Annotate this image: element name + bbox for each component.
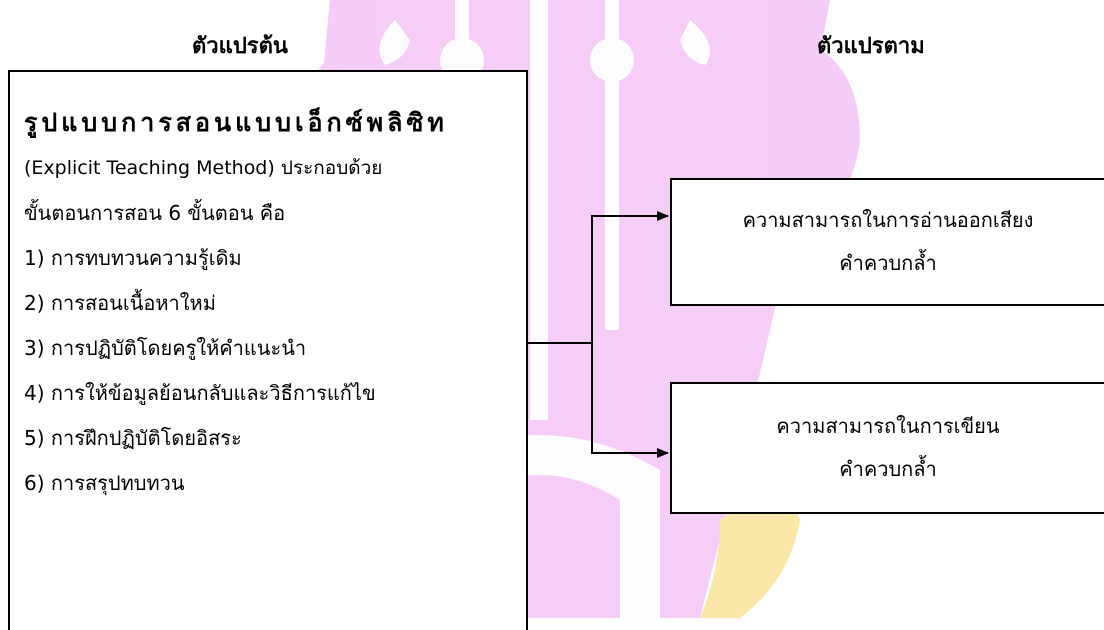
writing-ability-sublabel: คำควบกล้ำ xyxy=(839,457,937,481)
independent-variable-heading: ตัวแปรต้น xyxy=(192,34,288,59)
watermark-yellow-accent xyxy=(700,495,800,618)
teaching-method-subtitle: (Explicit Teaching Method) ประกอบด้วย xyxy=(24,157,383,179)
watermark-pillar-center xyxy=(530,0,548,420)
step-item: 1) การทบทวนความรู้เดิม xyxy=(24,246,242,270)
step-item: 4) การให้ข้อมูลย้อนกลับและวิธีการแก้ไข xyxy=(24,381,376,405)
watermark-orb-right xyxy=(590,38,634,82)
dependent-variable-writing-box: ความสามารถในการเขียน คำควบกล้ำ xyxy=(670,382,1104,514)
step-item: 3) การปฏิบัติโดยครูให้คำแนะนำ xyxy=(24,336,307,360)
step-item: 5) การฝึกปฏิบัติโดยอิสระ xyxy=(24,426,242,450)
dependent-variable-reading-box: ความสามารถในการอ่านออกเสียง คำควบกล้ำ xyxy=(670,178,1104,306)
watermark-flame-left xyxy=(379,20,410,65)
writing-ability-label: ความสามารถในการเขียน xyxy=(776,414,1000,438)
watermark-pillar-right xyxy=(605,0,619,330)
dependent-variable-heading: ตัวแปรตาม xyxy=(817,34,925,59)
steps-intro: ขั้นตอนการสอน 6 ขั้นตอน คือ xyxy=(24,201,286,225)
teaching-method-title: รูปแบบการสอนแบบเอ็กซ์พลิซิท xyxy=(24,108,448,137)
independent-variable-box: รูปแบบการสอนแบบเอ็กซ์พลิซิท (Explicit Te… xyxy=(8,70,528,630)
reading-ability-label: ความสามารถในการอ่านออกเสียง xyxy=(742,208,1034,232)
reading-ability-sublabel: คำควบกล้ำ xyxy=(839,251,937,275)
step-item: 2) การสอนเนื้อหาใหม่ xyxy=(24,291,216,315)
watermark-flame-right xyxy=(680,20,710,65)
step-item: 6) การสรุปทบทวน xyxy=(24,471,185,495)
